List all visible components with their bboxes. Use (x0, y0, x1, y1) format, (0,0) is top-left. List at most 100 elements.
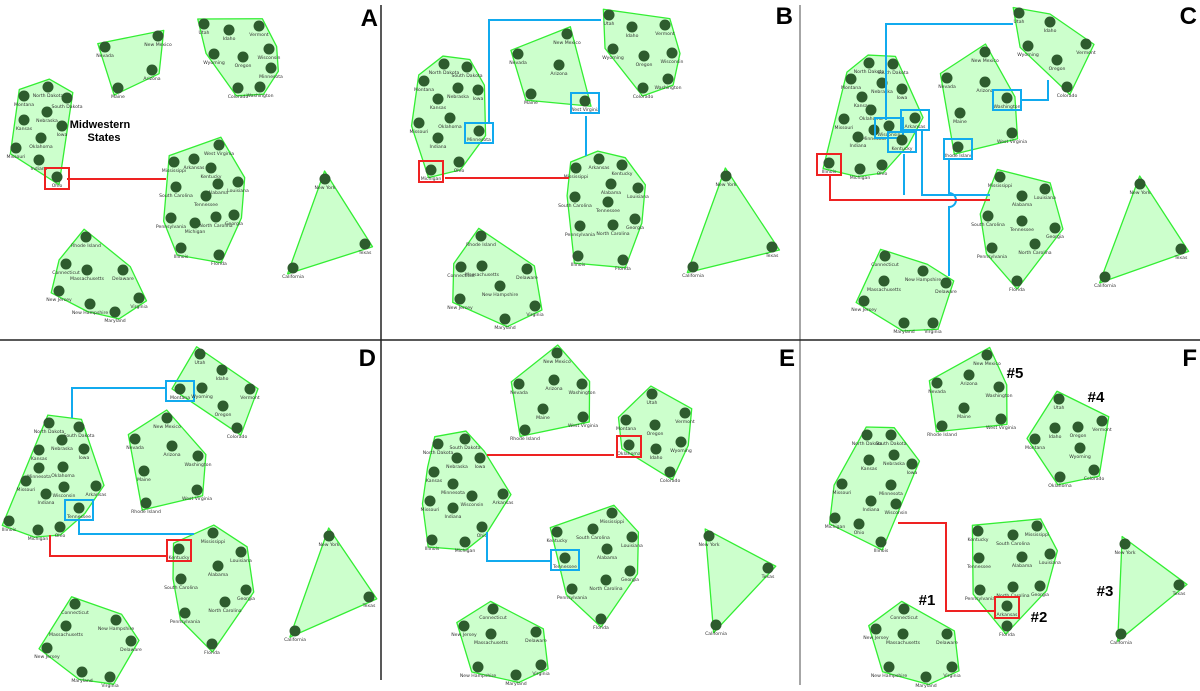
state-node-delaware[interactable]: Delaware (120, 635, 142, 654)
state-node-texas[interactable]: Texas (362, 591, 376, 610)
state-node-south-carolina[interactable]: South Carolina (971, 210, 1005, 229)
state-node-nevada[interactable]: Nevada (928, 377, 946, 396)
state-node-mississippi[interactable]: Mississippi (201, 527, 225, 546)
state-node-indiana[interactable]: Indiana (37, 488, 55, 507)
state-node-louisiana[interactable]: Louisiana (230, 546, 252, 565)
state-node-north-carolina[interactable]: North Carolina (199, 211, 233, 230)
state-node-maine[interactable]: Maine (957, 402, 971, 421)
state-node-kentucky[interactable]: Kentucky (166, 539, 192, 562)
state-node-virginia[interactable]: Virginia (526, 300, 544, 319)
state-node-georgia[interactable]: Georgia (225, 209, 243, 228)
state-node-florida[interactable]: Florida (593, 613, 609, 632)
state-node-nebraska[interactable]: Nebraska (446, 452, 468, 471)
state-node-arkansas[interactable]: Arkansas (184, 153, 206, 172)
state-node-connecticut[interactable]: Connecticut (61, 598, 89, 617)
state-node-florida[interactable]: Florida (1009, 275, 1025, 294)
state-node-north-carolina[interactable]: North Carolina (596, 219, 630, 238)
state-node-tennessee[interactable]: Tennessee (1009, 215, 1034, 234)
state-node-oklahoma[interactable]: Oklahoma (29, 132, 53, 151)
state-node-colorado[interactable]: Colorado (660, 466, 681, 485)
state-node-mississippi[interactable]: Mississippi (564, 162, 588, 181)
state-node-idaho[interactable]: Idaho (650, 443, 663, 462)
state-node-mississippi[interactable]: Mississippi (988, 171, 1012, 190)
state-node-mississippi[interactable]: Mississippi (600, 507, 624, 526)
state-node-illinois[interactable]: Illinois (425, 534, 440, 553)
state-node-kansas[interactable]: Kansas (16, 114, 33, 133)
state-node-new-mexico[interactable]: New Mexico (973, 349, 1001, 368)
state-node-new-mexico[interactable]: New Mexico (553, 28, 581, 47)
state-node-minnesota[interactable]: Minnesota (441, 478, 465, 497)
state-node-mississippi[interactable]: Mississippi (1025, 520, 1049, 539)
state-node-maine[interactable]: Maine (524, 88, 538, 107)
state-node-california[interactable]: California (705, 619, 727, 638)
state-node-texas[interactable]: Texas (765, 241, 779, 260)
state-node-massachusetts[interactable]: Massachusetts (886, 628, 921, 647)
state-node-south-carolina[interactable]: South Carolina (576, 523, 610, 542)
state-node-arizona[interactable]: Arizona (976, 76, 994, 95)
state-node-indiana[interactable]: Indiana (862, 495, 880, 514)
state-node-south-dakota[interactable]: South Dakota (875, 429, 907, 448)
state-node-kansas[interactable]: Kansas (854, 91, 871, 110)
state-node-louisiana[interactable]: Louisiana (621, 531, 643, 550)
state-node-arizona[interactable]: Arizona (163, 440, 181, 459)
state-node-texas[interactable]: Texas (761, 562, 775, 581)
state-node-louisiana[interactable]: Louisiana (627, 182, 649, 201)
state-node-illinois[interactable]: Illinois (816, 153, 842, 176)
state-node-california[interactable]: California (1110, 628, 1132, 647)
state-node-virginia[interactable]: Virginia (130, 292, 148, 311)
state-node-north-dakota[interactable]: North Dakota (423, 438, 454, 457)
state-node-new-york[interactable]: New York (698, 530, 720, 549)
state-node-minnesota[interactable]: Minnesota (879, 479, 903, 498)
state-node-arkansas[interactable]: Arkansas (900, 109, 930, 131)
state-node-north-carolina[interactable]: North Carolina (208, 596, 242, 615)
state-node-south-dakota[interactable]: South Dakota (63, 421, 95, 440)
state-node-missouri[interactable]: Missouri (835, 113, 854, 132)
state-node-missouri[interactable]: Missouri (17, 475, 36, 494)
state-node-colorado[interactable]: Colorado (228, 82, 249, 101)
state-node-south-carolina[interactable]: South Carolina (164, 573, 198, 592)
state-node-arizona[interactable]: Arizona (960, 369, 978, 388)
state-node-washington[interactable]: Washington (992, 89, 1022, 111)
state-node-maryland[interactable]: Maryland (104, 306, 126, 325)
state-node-michigan[interactable]: Michigan (825, 512, 846, 531)
state-node-new-jersey[interactable]: New Jersey (46, 285, 72, 304)
state-node-oregon[interactable]: Oregon (647, 419, 664, 438)
state-node-illinois[interactable]: Illinois (174, 242, 189, 261)
state-node-nebraska[interactable]: Nebraska (36, 106, 58, 125)
state-node-south-carolina[interactable]: South Carolina (996, 529, 1030, 548)
state-node-illinois[interactable]: Illinois (2, 515, 17, 534)
state-node-maryland[interactable]: Maryland (915, 671, 937, 690)
state-node-texas[interactable]: Texas (358, 238, 372, 257)
state-node-connecticut[interactable]: Connecticut (52, 258, 80, 277)
state-node-wisconsin[interactable]: Wisconsin (258, 43, 281, 62)
state-node-nevada[interactable]: Nevada (96, 41, 114, 60)
state-node-kentucky[interactable]: Kentucky (968, 525, 989, 544)
state-node-pennsylvania[interactable]: Pennsylvania (557, 583, 587, 602)
state-node-alabama[interactable]: Alabama (1012, 551, 1032, 570)
state-node-utah[interactable]: Utah (603, 9, 615, 28)
state-node-georgia[interactable]: Georgia (1031, 580, 1049, 599)
state-node-florida[interactable]: Florida (204, 638, 220, 657)
state-node-virginia[interactable]: Virginia (532, 659, 550, 678)
state-node-maryland[interactable]: Maryland (494, 313, 516, 332)
state-node-ohio[interactable]: Ohio (876, 159, 888, 178)
state-node-new-mexico[interactable]: New Mexico (153, 412, 181, 431)
state-node-nevada[interactable]: Nevada (510, 378, 528, 397)
state-node-ohio[interactable]: Ohio (54, 521, 66, 540)
state-node-south-dakota[interactable]: South Dakota (451, 61, 483, 80)
state-node-oregon[interactable]: Oregon (636, 50, 653, 69)
state-node-idaho[interactable]: Idaho (216, 364, 229, 383)
state-node-kansas[interactable]: Kansas (430, 93, 447, 112)
state-node-north-dakota[interactable]: North Dakota (854, 57, 885, 76)
state-node-iowa[interactable]: Iowa (56, 120, 68, 139)
state-node-west-virginia[interactable]: West Virginia (204, 139, 234, 158)
state-node-connecticut[interactable]: Connecticut (890, 603, 918, 622)
state-node-california[interactable]: California (282, 262, 304, 281)
state-node-montana[interactable]: Montana (414, 75, 434, 94)
state-node-connecticut[interactable]: Connecticut (479, 603, 507, 622)
state-node-vermont[interactable]: Vermont (655, 19, 675, 38)
state-node-connecticut[interactable]: Connecticut (871, 250, 899, 269)
state-node-kansas[interactable]: Kansas (426, 466, 443, 485)
state-node-new-jersey[interactable]: New Jersey (451, 620, 477, 639)
state-node-illinois[interactable]: Illinois (571, 250, 586, 269)
